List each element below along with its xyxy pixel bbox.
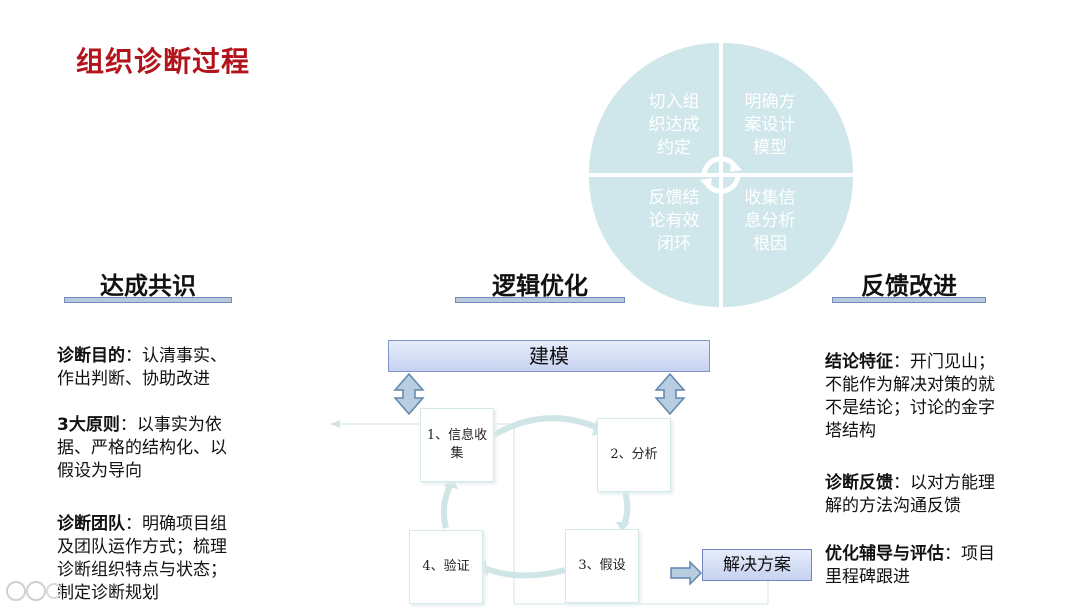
cycle-arrow-3-4 [482, 565, 566, 579]
cycle-arrows-icon [700, 156, 742, 194]
watermark-logo-icon [6, 581, 62, 601]
step-verification: 4、验证 [409, 530, 483, 604]
quadrant-text-line: 收集信 [744, 188, 796, 208]
step-info-collection: 1、信息收 集 [420, 408, 494, 482]
left-paragraph-team: 诊断团队：明确项目组 及团队运作方式；梳理 诊断组织特点与状态； 制定诊断规划 [57, 513, 287, 605]
quadrant-text-line: 织达成 [648, 115, 700, 135]
double-arrow-icon [393, 372, 425, 416]
right-paragraph-feedback: 诊断反馈：以对方能理 解的方法沟通反馈 [825, 472, 1045, 518]
text-line: 制定诊断规划 [57, 583, 159, 603]
frame-line [514, 580, 769, 605]
heading-underline [64, 297, 232, 303]
left-paragraph-purpose: 诊断目的：认清事实、 作出判断、协助改进 [57, 345, 287, 391]
label-diagnosis-purpose: 诊断目的 [57, 346, 125, 366]
label-coaching-evaluation: 优化辅导与评估 [825, 544, 944, 564]
quadrant-text-line: 反馈结 [648, 188, 700, 208]
page-title: 组织诊断过程 [76, 45, 251, 78]
text-line: 解的方法沟通反馈 [825, 496, 961, 516]
cycle-arrow-2-3 [621, 491, 631, 527]
step-text-line: 1、信息收 [426, 428, 488, 443]
heading-consensus: 达成共识 [100, 272, 196, 300]
right-paragraph-coaching: 优化辅导与评估：项目 里程碑跟进 [825, 543, 1045, 589]
quadrant-text-line: 切入组 [648, 92, 700, 112]
right-paragraph-conclusion: 结论特征：开门见山； 不能作为解决对策的就 不是结论；讨论的金字 塔结构 [825, 351, 1045, 443]
quadrant-text-line: 约定 [657, 138, 691, 158]
quadrant-text-line: 闭环 [657, 234, 691, 254]
text-line: ：认清事实、 [125, 346, 227, 366]
text-line: ：项目 [944, 544, 995, 564]
step-analysis: 2、分析 [597, 418, 671, 492]
text-line: ：开门见山； [893, 352, 995, 372]
text-line: 据、严格的结构化、以 [57, 438, 227, 458]
quadrant-text-line: 明确方 [744, 92, 796, 112]
text-line: 里程碑跟进 [825, 567, 910, 587]
heading-underline [832, 297, 986, 303]
left-paragraph-principles: 3大原则：以事实为依 据、严格的结构化、以 假设为导向 [57, 414, 287, 483]
model-bar: 建模 [388, 340, 710, 372]
text-line: ：以对方能理 [893, 473, 995, 493]
quadrant-text-line: 息分析 [744, 211, 796, 231]
double-arrow-icon [654, 372, 686, 416]
cycle-arrow-1-2 [490, 415, 600, 439]
text-line: ：明确项目组 [125, 514, 227, 534]
text-line: 塔结构 [825, 421, 876, 441]
label-diagnosis-team: 诊断团队 [57, 514, 125, 534]
text-line: 诊断组织特点与状态； [57, 560, 227, 580]
text-line: 作出判断、协助改进 [57, 369, 210, 389]
step-hypothesis: 3、假设 [565, 529, 639, 603]
quadrant-text-line: 模型 [753, 138, 787, 158]
text-line: ：以事实为依 [119, 415, 222, 435]
heading-feedback-improvement: 反馈改进 [861, 272, 957, 300]
label-conclusion-features: 结论特征 [825, 352, 893, 372]
step-text-line: 集 [450, 446, 464, 461]
heading-logic-optimization: 逻辑优化 [492, 272, 588, 300]
quadrant-text-line: 案设计 [744, 115, 796, 135]
text-line: 不是结论；讨论的金字 [825, 398, 995, 418]
solution-box: 解决方案 [702, 549, 812, 581]
right-arrow-icon [670, 560, 703, 586]
quadrant-text-line: 论有效 [648, 211, 700, 231]
left-arrow-icon [330, 420, 340, 428]
circle-quadrant-bottom-right: 收集信 息分析 根因 [723, 177, 853, 307]
label-three-principles: 3大原则 [57, 415, 120, 435]
label-diagnosis-feedback: 诊断反馈 [825, 473, 893, 493]
text-line: 及团队运作方式；梳理 [57, 537, 227, 557]
heading-underline [455, 297, 625, 303]
quadrant-text-line: 根因 [753, 234, 787, 254]
circle-quadrant-bottom-left: 反馈结 论有效 闭环 [589, 177, 719, 307]
text-line: 不能作为解决对策的就 [825, 375, 995, 395]
text-line: 假设为导向 [57, 461, 142, 481]
cycle-arrow-4-1 [440, 482, 454, 529]
